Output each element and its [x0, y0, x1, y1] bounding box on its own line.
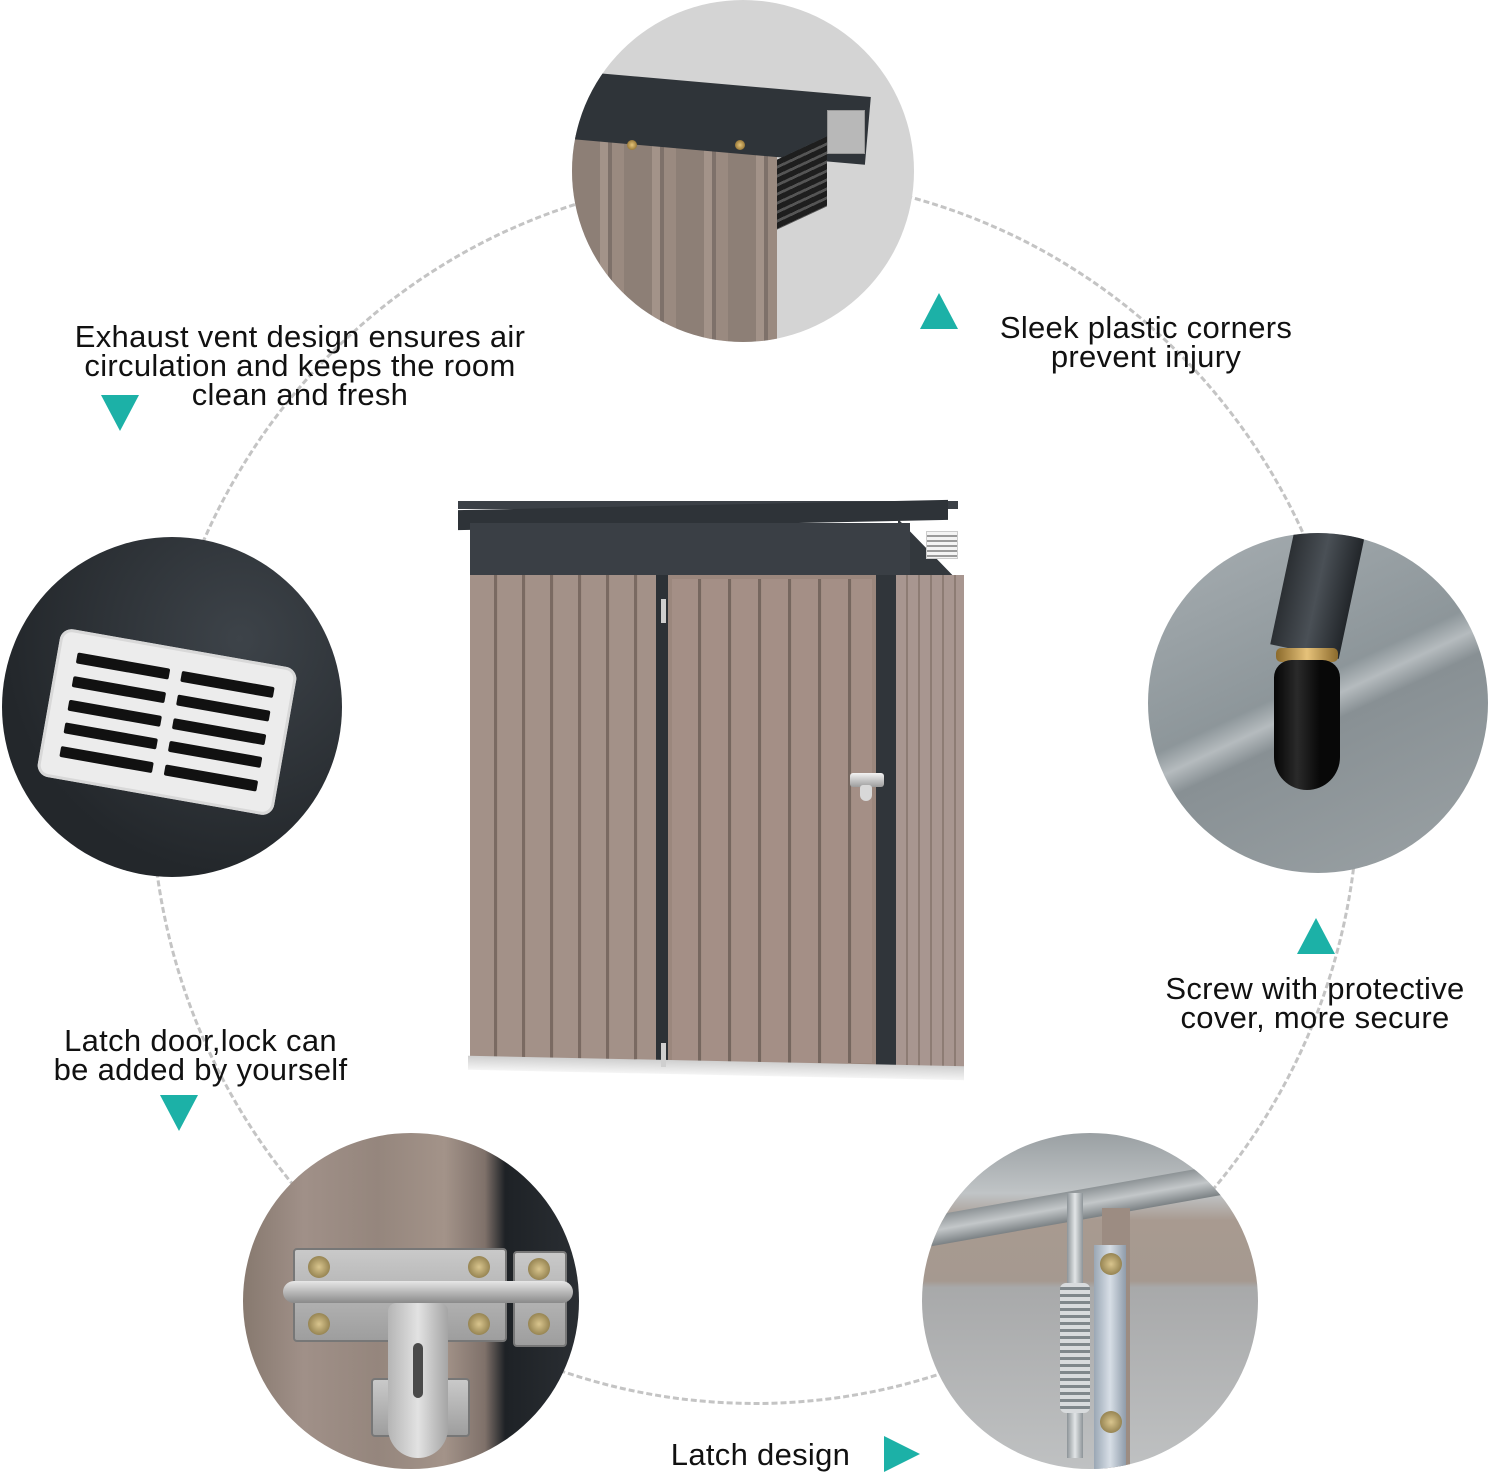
screw-icon — [528, 1313, 550, 1335]
screw-icon — [1100, 1411, 1122, 1433]
side-wall-panel — [896, 575, 964, 1073]
latch-hasp — [860, 785, 872, 801]
barrel-latch-photo — [243, 1133, 579, 1469]
latch-bracket — [1094, 1245, 1126, 1469]
triangle-down-icon — [101, 395, 139, 431]
screw-icon — [528, 1258, 550, 1280]
screw-icon — [468, 1313, 490, 1335]
caption-latch-door: Latch door,lock can be added by yourself — [53, 1023, 348, 1087]
corrugated-wall-panel — [572, 135, 777, 342]
caption-screw: Screw with protective cover, more secure — [1165, 971, 1465, 1035]
caption-corners: Sleek plastic corners prevent injury — [999, 310, 1293, 374]
shed-door — [668, 575, 876, 1067]
caption-vent: Exhaust vent design ensures air circulat… — [74, 319, 526, 412]
caption-latch-design: Latch design — [670, 1437, 851, 1472]
screw-shaft — [1270, 533, 1366, 659]
triangle-up-icon — [1297, 918, 1335, 954]
screw-icon — [1100, 1253, 1122, 1275]
door-post — [656, 575, 668, 1065]
screw-icon — [468, 1256, 490, 1278]
vent-closeup-photo — [2, 537, 342, 877]
corner-post — [876, 575, 896, 1073]
protective-cap — [1274, 660, 1340, 790]
hinge-icon — [661, 1043, 666, 1067]
shed-product-image — [458, 497, 966, 1157]
roof-corner-photo — [572, 0, 914, 342]
hinge-icon — [661, 599, 666, 623]
triangle-down-icon — [160, 1095, 198, 1131]
latch-spring — [1060, 1283, 1090, 1413]
screw-icon — [735, 140, 745, 150]
vent-icon — [926, 531, 958, 559]
screw-washer — [1276, 648, 1338, 662]
screw-icon — [627, 140, 637, 150]
triangle-right-icon — [884, 1436, 920, 1472]
latch-bolt — [283, 1281, 573, 1303]
screw-cover-photo — [1148, 533, 1488, 873]
spring-latch-photo — [922, 1133, 1258, 1469]
front-wall-panel — [470, 575, 656, 1061]
door-latch — [850, 773, 884, 787]
screw-icon — [308, 1256, 330, 1278]
roof-fascia — [470, 523, 910, 575]
screw-icon — [308, 1313, 330, 1335]
vent-grille — [35, 627, 299, 817]
plastic-corner-cap — [827, 110, 865, 154]
latch-hasp — [388, 1303, 448, 1458]
triangle-up-icon — [920, 293, 958, 329]
